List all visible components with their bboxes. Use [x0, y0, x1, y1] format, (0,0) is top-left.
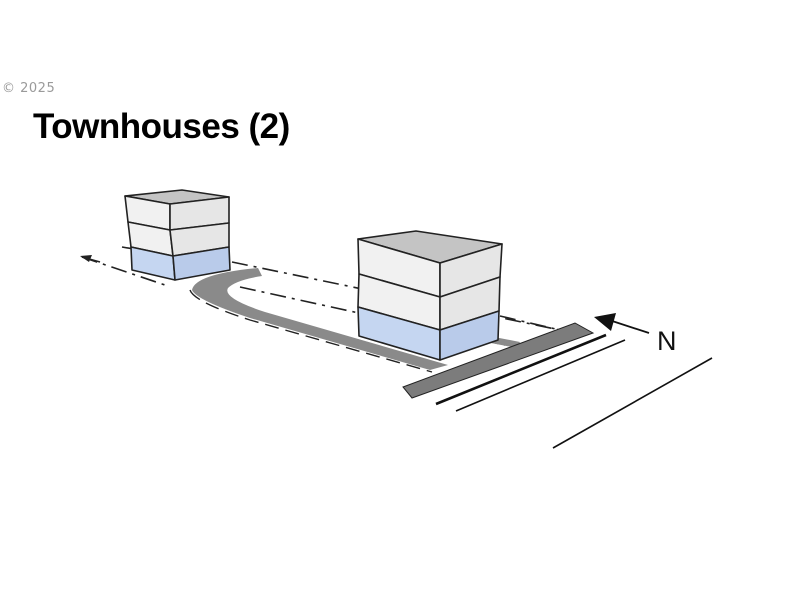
north-arrow-head: [594, 313, 616, 331]
page-title: Townhouses (2): [33, 107, 290, 146]
property-line-front-right: [499, 315, 561, 331]
townhouse-right: [357, 230, 503, 361]
townhouse-right-ground-side: [439, 310, 500, 361]
driveway-edge-lower: [189, 289, 433, 373]
townhouse-left-ground-side: [172, 246, 231, 281]
townhouse-left: [124, 189, 231, 281]
sidewalk-line: [455, 339, 626, 412]
north-label: N: [657, 326, 677, 356]
rear-lot-arrow: [80, 255, 101, 263]
north-arrow: N: [594, 313, 677, 356]
copyright-watermark: © 2025: [2, 81, 56, 96]
street-pavement: [402, 322, 595, 399]
opposite-street-line: [552, 357, 713, 449]
street-curb-line: [435, 333, 607, 406]
street: [402, 322, 713, 449]
driveway-path: [192, 268, 448, 370]
